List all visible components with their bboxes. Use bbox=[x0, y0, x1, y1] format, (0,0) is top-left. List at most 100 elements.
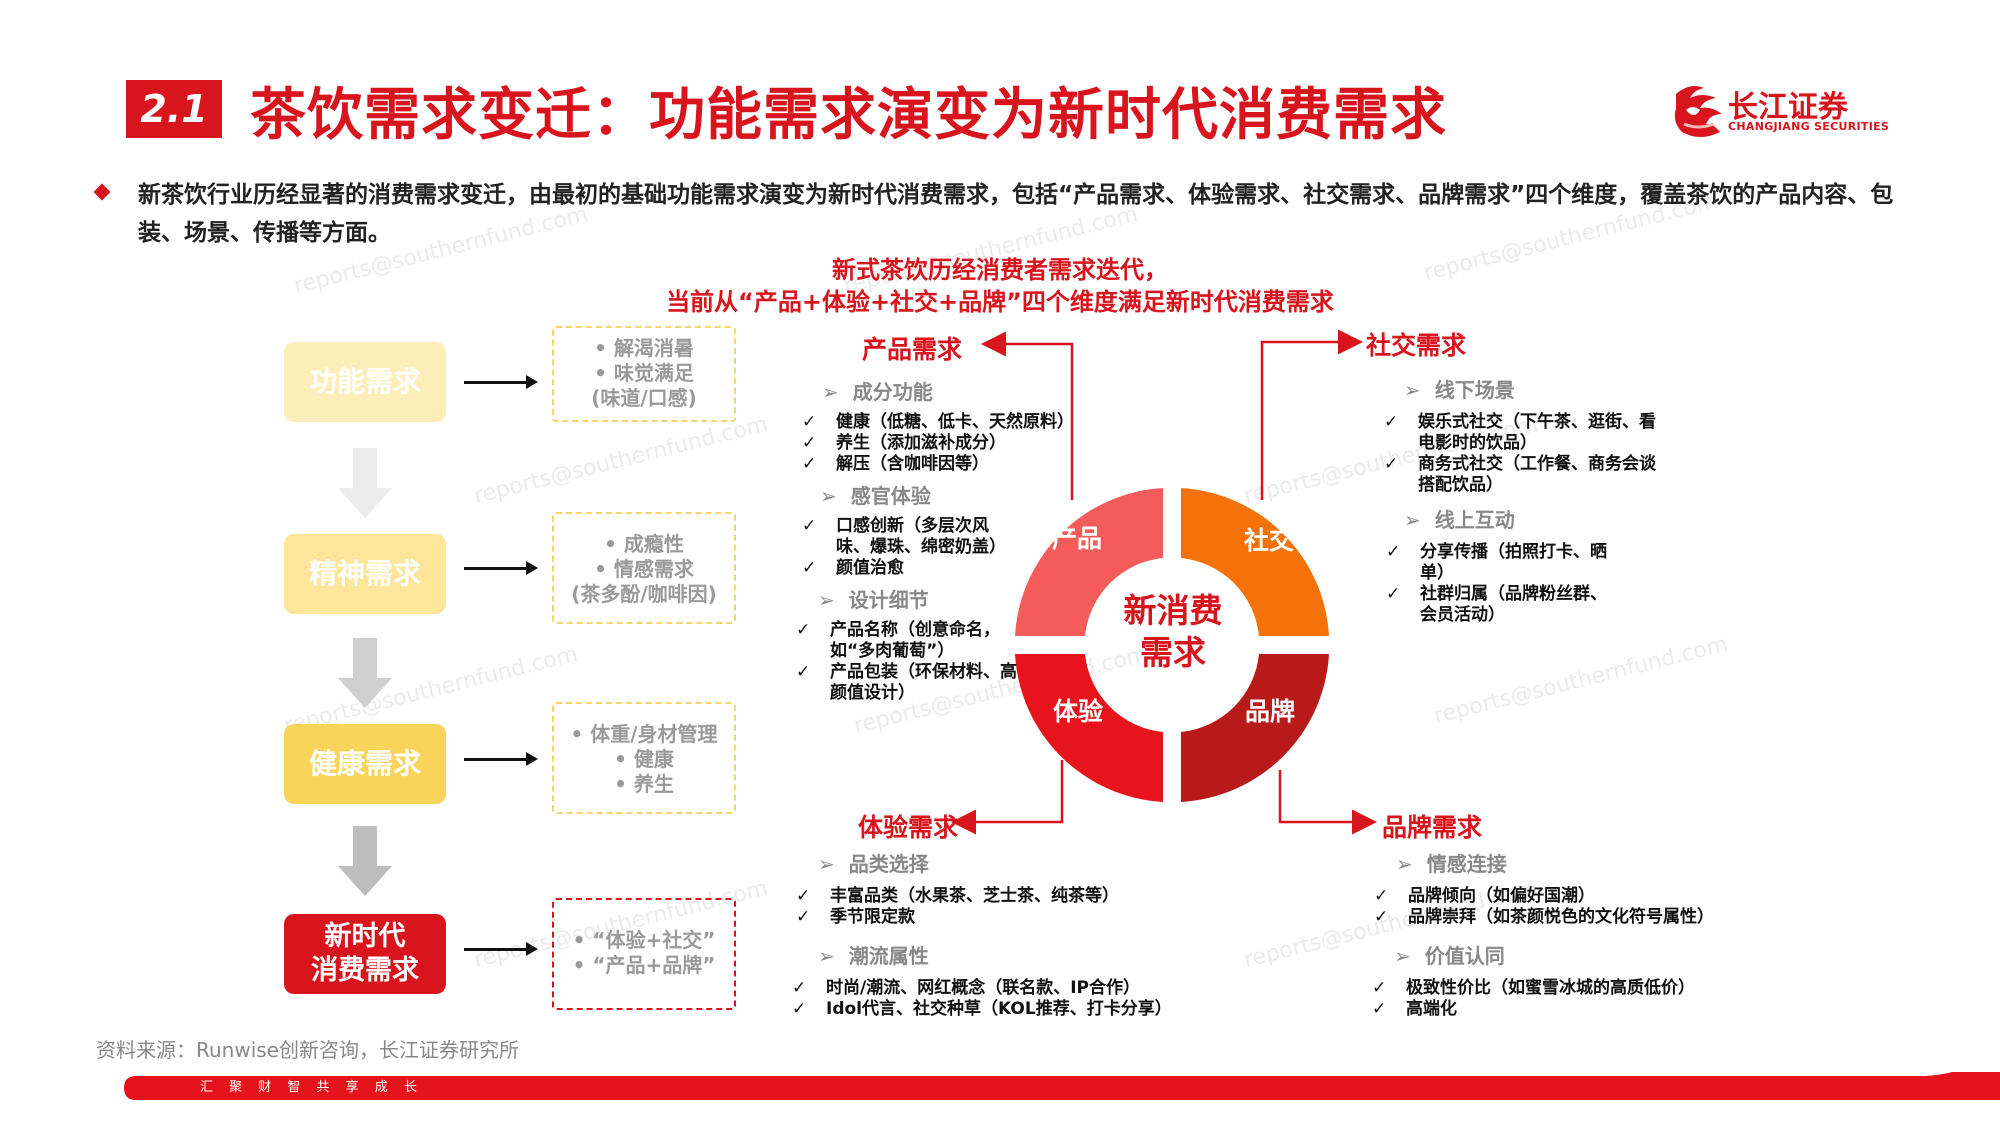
item-text: 娱乐式社交（下午茶、逛街、看电影时的饮品） bbox=[1418, 412, 1656, 453]
connector-product bbox=[981, 331, 1074, 500]
stage-detail-box: • 解渴消暑 • 味觉满足 (味道/口感) bbox=[552, 326, 736, 422]
ring-segment-brand bbox=[1181, 654, 1329, 802]
check-icon: ✓ bbox=[802, 516, 817, 536]
item-text: 时尚/潮流、网红概念（联名款、IP合作） bbox=[826, 978, 1140, 998]
list-item: ✓品牌倾向（如偏好国潮） bbox=[1374, 886, 1748, 907]
detail-item: • 解渴消暑 bbox=[594, 336, 694, 360]
list-item: ✓产品名称（创意命名，如“多肉葡萄”） bbox=[796, 620, 1006, 662]
chevron-icon: ➢ bbox=[818, 852, 835, 876]
social-subgroup-offline: ➢线下场景 bbox=[1404, 374, 1515, 403]
item-text: 极致性价比（如蜜雪冰城的高质低价） bbox=[1406, 978, 1695, 998]
chevron-icon: ➢ bbox=[818, 944, 835, 968]
logo-chinese-name: 长江证券 bbox=[1728, 90, 1848, 125]
down-arrow-icon bbox=[338, 826, 392, 896]
detail-item: (茶多酚/咖啡因) bbox=[571, 582, 717, 606]
item-text: 养生（添加滋补成分） bbox=[836, 433, 1006, 453]
chevron-icon: ➢ bbox=[820, 484, 837, 508]
check-icon: ✓ bbox=[796, 907, 811, 927]
brand-need-title: 品牌需求 bbox=[1382, 813, 1483, 842]
ring-segment-social bbox=[1181, 488, 1329, 636]
section-number-badge: 2.1 bbox=[126, 80, 222, 138]
item-text: 口感创新（多层次风味、爆珠、绵密奶盖） bbox=[836, 516, 1006, 557]
check-icon: ✓ bbox=[1372, 999, 1387, 1019]
chevron-icon: ➢ bbox=[1394, 944, 1411, 968]
list-item: ✓极致性价比（如蜜雪冰城的高质低价） bbox=[1372, 978, 1746, 999]
stage-detail-box: • 体重/身材管理 • 健康 • 养生 bbox=[552, 702, 736, 814]
experience-subgroup-trend: ➢ 潮流属性 bbox=[818, 940, 929, 969]
stage-new-era-need: 新时代 消费需求 bbox=[284, 914, 446, 994]
diagram-caption: 新式茶饮历经消费者需求迭代， 当前从“产品+体验+社交+品牌”四个维度满足新时代… bbox=[600, 254, 1400, 318]
check-icon: ✓ bbox=[1386, 584, 1401, 604]
right-arrow-icon bbox=[464, 942, 538, 956]
detail-item: • 体重/身材管理 bbox=[570, 722, 718, 746]
item-text: 分享传播（拍照打卡、晒单） bbox=[1420, 542, 1607, 583]
check-icon: ✓ bbox=[1374, 886, 1389, 906]
list-item: ✓社群归属（品牌粉丝群、会员活动） bbox=[1386, 584, 1620, 626]
check-icon: ✓ bbox=[802, 412, 817, 432]
item-text: 解压（含咖啡因等） bbox=[836, 454, 989, 474]
list-item: ✓ 产品包装（环保材料、高颜值设计） bbox=[796, 662, 1026, 704]
subgroup-label: 线下场景 bbox=[1434, 378, 1515, 402]
item-text: 商务式社交（工作餐、商务会谈搭配饮品） bbox=[1418, 454, 1656, 495]
check-icon: ✓ bbox=[802, 454, 817, 474]
segment-label-brand: 品牌 bbox=[1245, 697, 1295, 726]
item-text: 丰富品类（水果茶、芝士茶、纯茶等） bbox=[830, 886, 1119, 906]
check-icon: ✓ bbox=[802, 558, 817, 578]
stage-health-need: 健康需求 bbox=[284, 724, 446, 804]
segment-label-product: 产品 bbox=[1052, 524, 1102, 553]
social-need-title: 社交需求 bbox=[1366, 331, 1467, 360]
segment-label-social: 社交 bbox=[1244, 526, 1294, 555]
subgroup-label: 品类选择 bbox=[848, 852, 929, 876]
list-item: ✓商务式社交（工作餐、商务会谈搭配饮品） bbox=[1384, 454, 1656, 496]
detail-item: • “产品+品牌” bbox=[572, 953, 716, 977]
subgroup-label: 潮流属性 bbox=[848, 944, 929, 968]
check-icon: ✓ bbox=[792, 978, 807, 998]
ring-segment-experience bbox=[1015, 654, 1163, 802]
list-item: ✓健康（低糖、低卡、天然原料） bbox=[802, 412, 1096, 433]
detail-item: • 养生 bbox=[614, 772, 674, 796]
right-arrow-icon bbox=[464, 375, 538, 389]
detail-item: (味道/口感) bbox=[591, 386, 697, 410]
list-item: ✓分享传播（拍照打卡、晒单） bbox=[1386, 542, 1620, 584]
check-icon: ✓ bbox=[792, 999, 807, 1019]
right-arrow-icon bbox=[464, 561, 538, 575]
detail-item: • 情感需求 bbox=[594, 557, 694, 581]
ring-segment-product bbox=[1015, 488, 1163, 636]
segment-label-experience: 体验 bbox=[1053, 697, 1103, 726]
stage-label-line-2: 消费需求 bbox=[311, 955, 419, 986]
subgroup-label: 情感连接 bbox=[1426, 852, 1507, 876]
list-item: ✓娱乐式社交（下午茶、逛街、看电影时的饮品） bbox=[1384, 412, 1656, 454]
footer-motto: 汇 聚 财 智 共 享 成 长 bbox=[200, 1080, 423, 1095]
detail-item: • 健康 bbox=[614, 747, 674, 771]
check-icon: ✓ bbox=[802, 433, 817, 453]
item-text: 产品名称（创意命名，如“多肉葡萄”） bbox=[830, 620, 1000, 661]
detail-item: • “体验+社交” bbox=[572, 928, 716, 952]
subgroup-label: 成分功能 bbox=[852, 380, 933, 404]
chevron-icon: ➢ bbox=[822, 380, 839, 404]
product-subgroup-design: ➢设计细节 bbox=[818, 584, 929, 613]
list-item: ✓ 丰富品类（水果茶、芝士茶、纯茶等） bbox=[796, 886, 1150, 907]
product-subgroup-ingredients: ➢ 成分功能 bbox=[822, 376, 933, 405]
connector-experience bbox=[951, 760, 1064, 835]
subgroup-label: 感官体验 bbox=[850, 484, 931, 508]
item-text: 产品包装（环保材料、高颜值设计） bbox=[830, 662, 1017, 703]
footer-bar bbox=[124, 1072, 2000, 1100]
item-text: 品牌崇拜（如茶颜悦色的文化符号属性） bbox=[1408, 907, 1714, 927]
subgroup-label: 价值认同 bbox=[1424, 944, 1505, 968]
list-item: ✓ 解压（含咖啡因等） bbox=[802, 454, 1096, 475]
chevron-icon: ➢ bbox=[1396, 852, 1413, 876]
check-icon: ✓ bbox=[796, 662, 811, 682]
social-subgroup-online: ➢线上互动 bbox=[1404, 504, 1515, 533]
connector-brand bbox=[1278, 770, 1377, 835]
item-text: 颜值治愈 bbox=[836, 558, 904, 578]
check-icon: ✓ bbox=[796, 886, 811, 906]
experience-need-title: 体验需求 bbox=[858, 813, 959, 842]
list-item: ✓高端化 bbox=[1372, 999, 1746, 1020]
down-arrow-icon bbox=[338, 448, 392, 518]
detail-item: • 味觉满足 bbox=[594, 361, 694, 385]
list-item: ✓ 口感创新（多层次风味、爆珠、绵密奶盖） bbox=[802, 516, 1018, 558]
subgroup-label: 设计细节 bbox=[848, 588, 929, 612]
list-item: ✓Idol代言、社交种草（KOL推荐、打卡分享） bbox=[792, 999, 1186, 1020]
list-item: ✓ 季节限定款 bbox=[796, 907, 1150, 928]
item-text: 季节限定款 bbox=[830, 907, 915, 927]
